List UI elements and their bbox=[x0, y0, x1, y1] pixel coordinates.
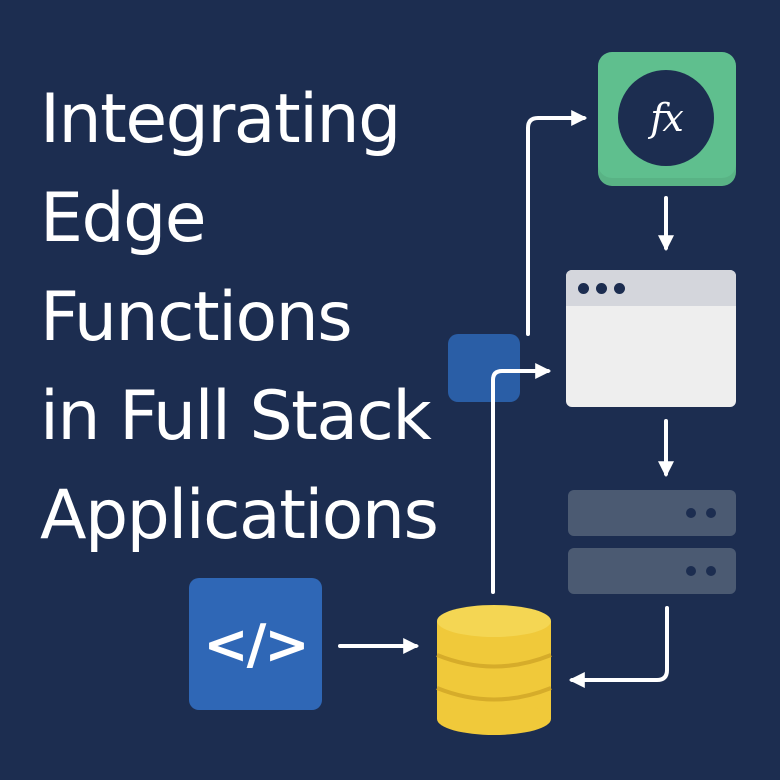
code-label: </> bbox=[203, 612, 309, 676]
window-dot bbox=[578, 282, 589, 294]
server-light bbox=[686, 508, 696, 518]
function-icon: fx bbox=[618, 70, 714, 166]
browser-window-icon bbox=[566, 270, 736, 407]
server-light bbox=[686, 566, 696, 576]
page-title: Integrating Edge Functions in Full Stack… bbox=[40, 70, 520, 565]
server-unit-bottom bbox=[568, 548, 736, 594]
title-line-5: Applications bbox=[40, 476, 439, 555]
title-line-1: Integrating bbox=[40, 80, 401, 159]
function-card: fx bbox=[598, 52, 736, 186]
browser-title-bar bbox=[566, 270, 736, 306]
server-light bbox=[706, 566, 716, 576]
database-icon bbox=[436, 605, 552, 735]
server-unit-top bbox=[568, 490, 736, 536]
server-light bbox=[706, 508, 716, 518]
arrow-server-to-database bbox=[568, 606, 669, 688]
window-dot bbox=[614, 282, 625, 294]
title-line-3: Functions bbox=[40, 278, 353, 357]
title-line-4: in Full Stack bbox=[40, 377, 432, 456]
title-line-2: Edge bbox=[40, 179, 207, 258]
function-label: fx bbox=[650, 96, 683, 140]
code-icon: </> bbox=[189, 578, 322, 710]
window-dot bbox=[596, 282, 607, 294]
